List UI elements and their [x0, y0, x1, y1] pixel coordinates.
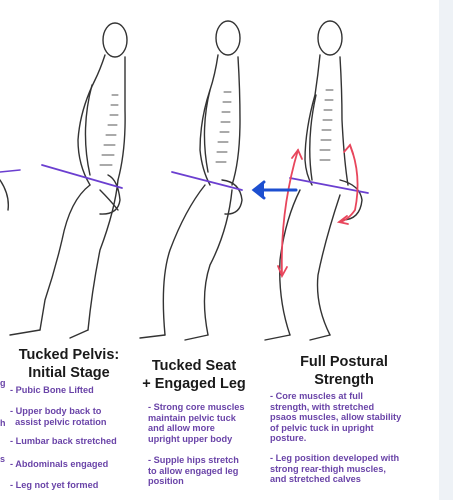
edge-fragment: s [0, 454, 6, 464]
figure-3-spine [319, 89, 334, 161]
stage-1-title: Tucked Pelvis: Initial Stage [18, 347, 120, 381]
pink-stretch-arrows [277, 143, 359, 279]
figure-2-tucked-seat [139, 20, 243, 341]
posture-illustration [0, 20, 369, 341]
stage-2-note: - Supple hips stretch to allow engaged l… [148, 455, 239, 486]
stage-1-note: - Abdominals engaged [10, 459, 109, 469]
stage-3-title: Full Postural Strength [300, 354, 388, 388]
figure-1-spine [99, 94, 119, 166]
stage-2-note: - Strong core muscles maintain pelvic tu… [148, 402, 245, 444]
stage-1-note: - Upper body back to assist pelvic rotat… [10, 406, 107, 427]
stage-1-note: - Pubic Bone Lifted [10, 385, 94, 395]
stage-2-title: Tucked Seat + Engaged Leg [142, 358, 246, 392]
edge-fragment: h [0, 418, 6, 428]
figure-2-pelvis-line [171, 171, 243, 191]
edge-fragment: g [0, 378, 6, 388]
figure-1-pelvis-line [41, 164, 123, 189]
figure-2-spine [215, 91, 232, 163]
figure-1-tucked-pelvis [9, 22, 128, 339]
right-edge-bar [439, 0, 453, 500]
partial-figure-left [0, 169, 21, 211]
figure-3-full-posture [264, 20, 363, 341]
blue-arrow [251, 180, 298, 200]
stage-1-note: - Leg not yet formed [10, 480, 99, 490]
stage-1-note: - Lumbar back stretched [10, 436, 117, 446]
stage-3-note: - Leg position developed with strong rea… [270, 453, 400, 484]
figure-3-pelvis-line [289, 177, 369, 194]
stage-3-note: - Core muscles at full strength, with st… [270, 391, 402, 443]
